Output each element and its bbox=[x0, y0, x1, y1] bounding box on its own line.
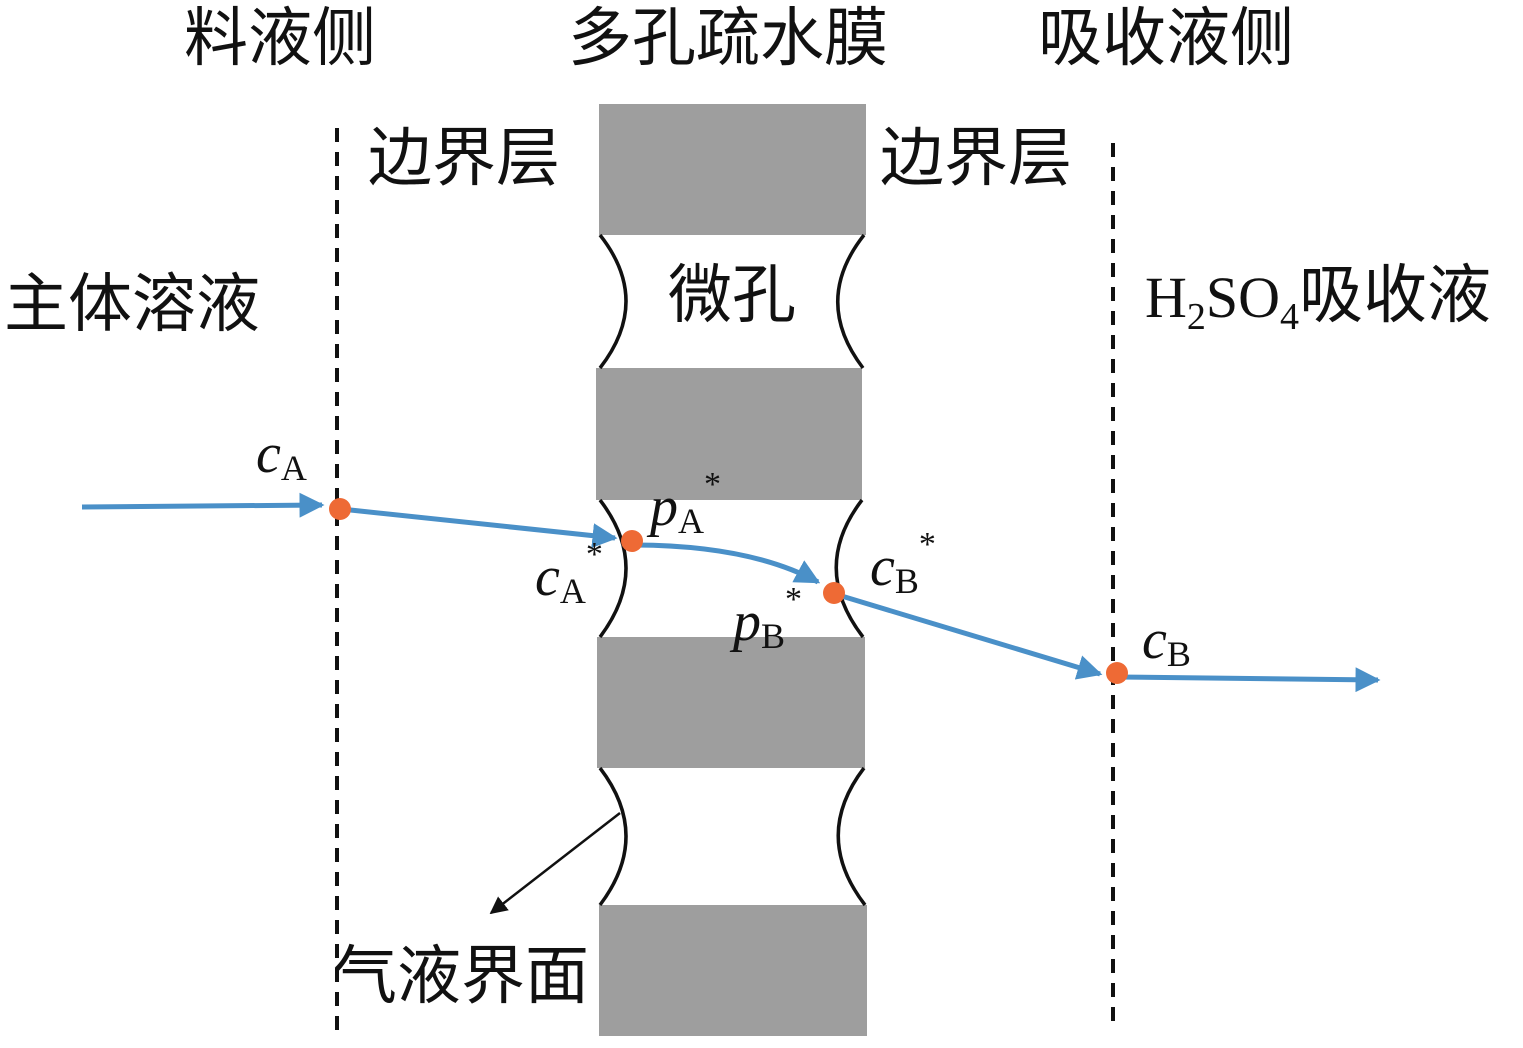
point-pB-star bbox=[823, 582, 845, 604]
flow-segment-absorbent-boundary bbox=[834, 591, 1103, 680]
meniscus-2-right bbox=[834, 498, 865, 639]
label-cB-star: cB* bbox=[870, 526, 936, 601]
profile-points bbox=[329, 498, 1128, 684]
membrane-title: 多孔疏水膜 bbox=[568, 2, 888, 76]
absorbent-label: H2SO4吸收液 bbox=[1145, 259, 1491, 338]
gas-liquid-interface-label: 气液界面 bbox=[333, 940, 589, 1014]
membrane-block-3 bbox=[597, 637, 865, 768]
meniscus-1-left bbox=[598, 233, 628, 370]
meniscus-3-right bbox=[836, 766, 867, 907]
point-cB bbox=[1106, 662, 1128, 684]
point-pA-star bbox=[621, 530, 643, 552]
label-pB-star: pB* bbox=[729, 581, 802, 656]
meniscus-3-left bbox=[598, 766, 628, 907]
flow-segment-pore bbox=[631, 542, 821, 585]
membrane-block-2 bbox=[596, 368, 862, 500]
boundary-layer-right-label: 边界层 bbox=[880, 122, 1072, 196]
interface-pointer-arrow bbox=[489, 812, 621, 915]
pore-menisci bbox=[598, 233, 867, 907]
membrane-block-1 bbox=[599, 104, 866, 235]
bulk-solution-label: 主体溶液 bbox=[4, 268, 260, 342]
flow-segment-feed-boundary bbox=[340, 506, 618, 549]
boundary-layer-left-label: 边界层 bbox=[368, 122, 560, 196]
point-cA bbox=[329, 498, 351, 520]
feed-side-title: 料液侧 bbox=[184, 2, 376, 76]
label-cA-star: cA* bbox=[535, 536, 603, 611]
concentration-profile bbox=[81, 492, 1381, 693]
absorbent-side-title: 吸收液侧 bbox=[1038, 2, 1294, 76]
label-pA-star: pA* bbox=[646, 466, 721, 541]
label-cB: cB bbox=[1142, 609, 1191, 674]
flow-segment-bulk-feed bbox=[81, 492, 325, 518]
flow-segment-bulk-absorbent bbox=[1116, 667, 1381, 693]
membrane-block-4 bbox=[599, 905, 867, 1036]
micropore-label: 微孔 bbox=[668, 259, 796, 333]
meniscus-2-left bbox=[598, 498, 628, 639]
membrane-blocks bbox=[596, 104, 867, 1036]
meniscus-1-right bbox=[836, 233, 866, 370]
label-cA: cA bbox=[256, 423, 307, 488]
